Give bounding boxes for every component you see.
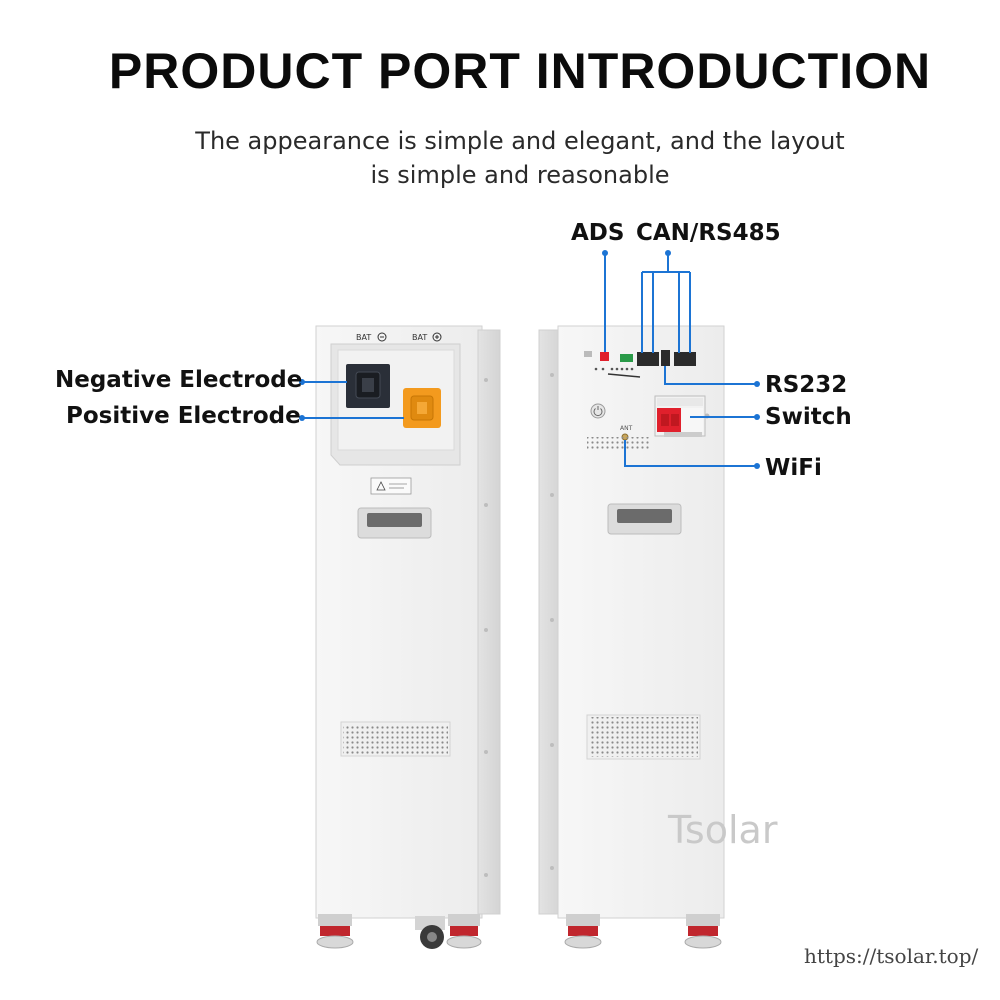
subtitle-line-2: is simple and reasonable bbox=[370, 161, 670, 189]
can-port bbox=[637, 352, 659, 366]
left-battery-cabinet: BAT BAT bbox=[315, 325, 501, 949]
positive-terminal bbox=[403, 388, 441, 428]
page-subtitle: The appearance is simple and elegant, an… bbox=[180, 124, 860, 192]
right-cabinet-feet bbox=[564, 914, 722, 949]
carry-handle bbox=[357, 507, 432, 539]
switch-callout-dot bbox=[754, 414, 760, 420]
rs485-port bbox=[674, 352, 696, 366]
ads-dip-switch bbox=[600, 352, 609, 361]
power-button-icon bbox=[590, 403, 606, 419]
website-url: https://tsolar.top/ bbox=[804, 944, 979, 968]
ads-label: ADS bbox=[571, 220, 625, 246]
right-battery-cabinet: ANT bbox=[538, 325, 725, 949]
port-panel bbox=[584, 350, 696, 378]
rs232-label: RS232 bbox=[765, 372, 848, 398]
bat-plus-marking: BAT bbox=[412, 333, 427, 342]
small-vent-grille bbox=[587, 437, 649, 449]
callout-lines bbox=[302, 254, 757, 467]
carry-handle-right bbox=[607, 503, 682, 535]
rs232-port bbox=[661, 350, 670, 366]
negative-terminal bbox=[346, 364, 390, 408]
can-rs485-callout-dot bbox=[665, 250, 671, 256]
negative-callout-dot bbox=[299, 379, 305, 385]
switch-label: Switch bbox=[765, 404, 852, 430]
brand-watermark: Tsolar bbox=[668, 808, 778, 852]
breaker-switch bbox=[654, 395, 710, 437]
wifi-label: WiFi bbox=[765, 455, 822, 481]
left-cabinet-feet bbox=[316, 914, 482, 949]
warning-label-icon bbox=[370, 477, 412, 495]
wifi-callout-dot bbox=[754, 463, 760, 469]
can-rs485-label: CAN/RS485 bbox=[636, 220, 781, 246]
negative-electrode-label: Negative Electrode bbox=[55, 367, 303, 393]
subtitle-line-1: The appearance is simple and elegant, an… bbox=[195, 127, 845, 155]
page-title: PRODUCT PORT INTRODUCTION bbox=[108, 43, 932, 99]
bat-minus-marking: BAT bbox=[356, 333, 371, 342]
minus-symbol-icon bbox=[377, 332, 387, 342]
ant-marking: ANT bbox=[620, 425, 633, 432]
ads-callout-dot bbox=[602, 250, 608, 256]
rs232-callout-dot bbox=[754, 381, 760, 387]
positive-callout-dot bbox=[299, 415, 305, 421]
plus-symbol-icon bbox=[432, 332, 442, 342]
positive-electrode-label: Positive Electrode bbox=[66, 403, 301, 429]
